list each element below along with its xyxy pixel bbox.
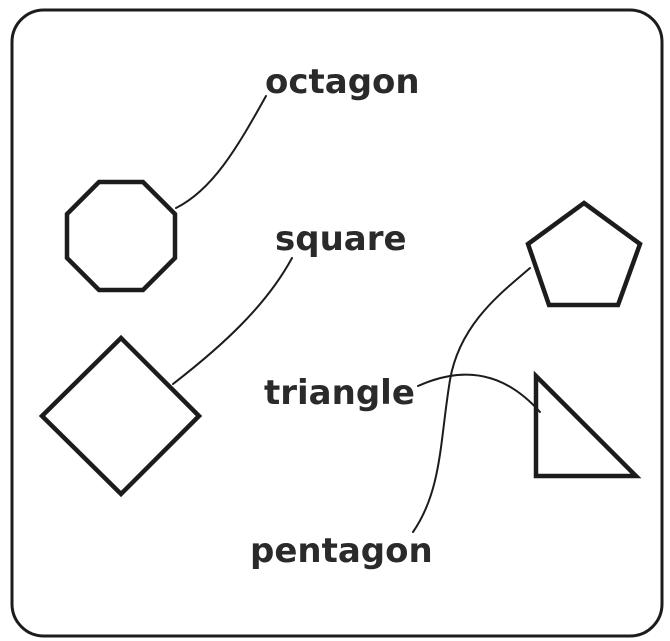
square-connector-line: [172, 257, 293, 385]
pentagon-label: pentagon: [250, 531, 433, 571]
square-shape: [38, 334, 203, 498]
pentagon-connector-line: [412, 267, 531, 533]
octagon-label: octagon: [265, 62, 420, 102]
triangle-label: triangle: [264, 373, 415, 413]
square-label: square: [275, 219, 407, 259]
right-triangle-shape: [533, 370, 642, 479]
triangle-connector-line: [417, 373, 541, 413]
worksheet-frame: [10, 8, 664, 638]
octagon-connector-line: [175, 95, 267, 209]
pentagon-shape: [525, 200, 643, 308]
octagon-shape: [64, 179, 178, 293]
